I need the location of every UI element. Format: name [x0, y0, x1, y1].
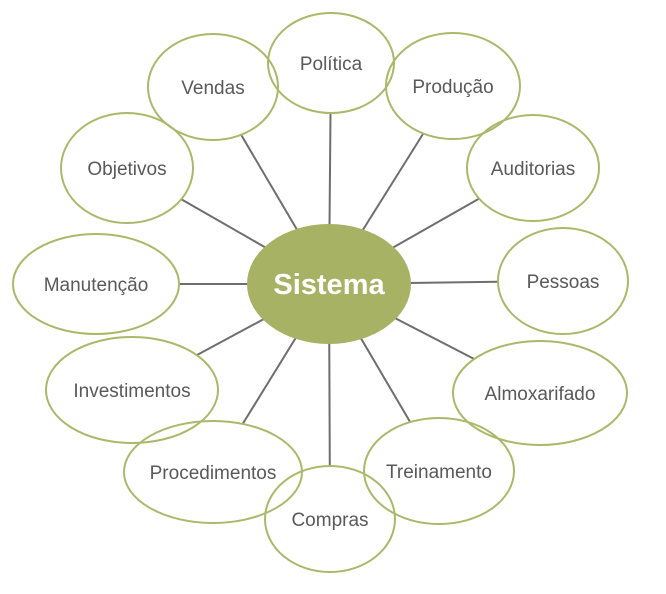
node-label: Investimentos — [73, 381, 190, 402]
node-ellipse — [60, 112, 194, 224]
node-ellipse — [452, 340, 628, 446]
node-ellipse — [267, 12, 395, 114]
node-ellipses-layer — [12, 12, 629, 573]
center-label: Sistema — [273, 269, 385, 301]
node-label: Objetivos — [87, 159, 166, 180]
center-ellipse-layer: Sistema — [247, 224, 411, 344]
node-label: Manutenção — [44, 275, 149, 296]
node-ellipse — [45, 336, 219, 444]
node-label: Vendas — [181, 78, 244, 99]
center-ellipse — [247, 224, 411, 344]
node-ellipse — [147, 33, 279, 141]
node-label: Pessoas — [527, 272, 600, 293]
node-label: Auditorias — [491, 159, 576, 180]
node-ellipse — [466, 114, 600, 222]
node-label: Treinamento — [386, 462, 492, 483]
node-ellipse — [363, 417, 515, 525]
node-label: Política — [300, 54, 363, 75]
node-ellipse — [264, 465, 396, 573]
node-label: Procedimentos — [150, 463, 277, 484]
node-label: Produção — [412, 77, 493, 98]
node-labels-layer: PolíticaProduçãoAuditoriasPessoasAlmoxar… — [44, 54, 600, 531]
node-ellipse — [497, 227, 629, 335]
node-ellipse — [385, 32, 521, 140]
node-label: Compras — [291, 510, 368, 531]
node-label: Almoxarifado — [485, 384, 596, 405]
node-ellipse — [12, 233, 180, 335]
node-ellipse — [123, 420, 303, 524]
